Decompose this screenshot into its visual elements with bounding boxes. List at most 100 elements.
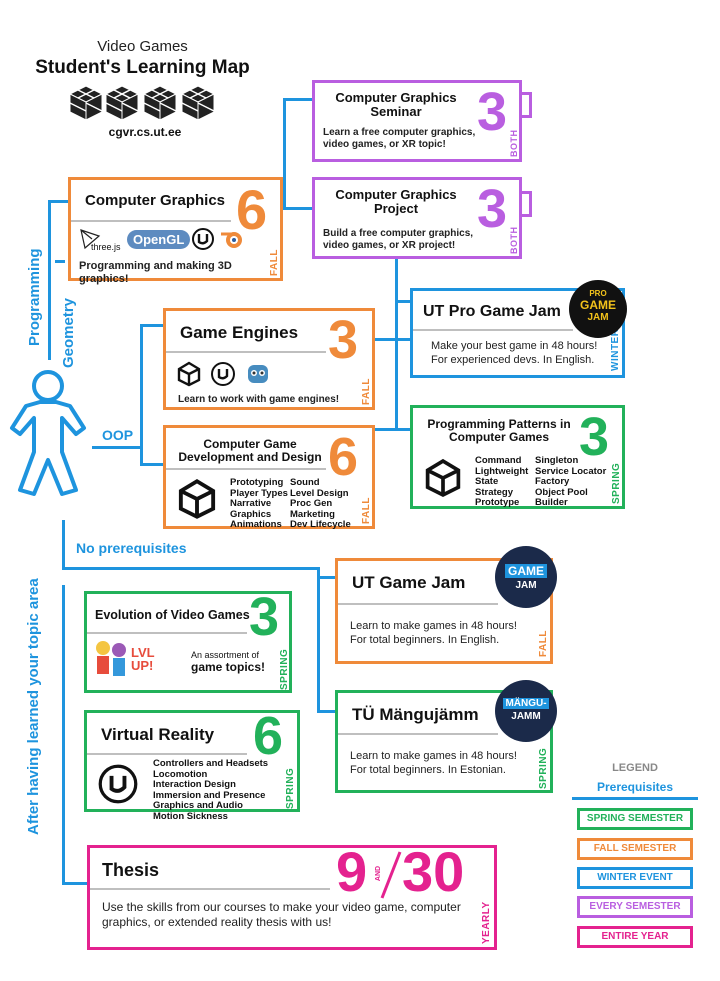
- course-evolution-video-games[interactable]: Evolution of Video Games 3 LVL UP! An as…: [84, 590, 292, 693]
- course-description-bold: game topics!: [191, 660, 266, 674]
- topic-item: Graphics and Audio: [153, 800, 243, 811]
- course-title: Virtual Reality: [101, 725, 215, 744]
- lvl-up-logo: LVL UP!: [131, 645, 155, 673]
- course-description: Use the skills from our courses to make …: [102, 900, 461, 929]
- event-description: Learn to make games in 48 hours! For tot…: [350, 750, 517, 776]
- topics-col-1: Prototyping Player Types Narrative Graph…: [230, 477, 288, 531]
- credits: 3: [579, 407, 610, 467]
- blender-icon: [221, 232, 242, 248]
- pattern-item: Strategy: [475, 486, 514, 498]
- slash-divider: [380, 851, 402, 899]
- legend-title: LEGEND: [612, 762, 658, 774]
- semester-badge: SPRING: [285, 767, 296, 809]
- badge-pro: PRO: [589, 289, 607, 298]
- event-description: Learn to make games in 48 hours! For tot…: [350, 620, 517, 646]
- opengl-logo: OpenGL: [127, 230, 191, 249]
- topic-item: Marketing: [290, 508, 335, 520]
- legend-spring: SPRING SEMESTER: [577, 808, 693, 830]
- credits: 3: [477, 82, 508, 142]
- semester-badge: BOTH: [509, 226, 519, 255]
- course-description: Programming and making 3D graphics!: [79, 260, 232, 285]
- course-title: Thesis: [102, 860, 160, 880]
- threejs-icon: [80, 229, 101, 250]
- unity-icon: [425, 458, 461, 497]
- legend-prereq-line: [572, 797, 698, 800]
- semester-badge: YEARLY: [481, 901, 492, 944]
- label-oop: OOP: [102, 427, 134, 443]
- topic-item: Controllers and Headsets: [153, 758, 269, 769]
- vr-topics: Controllers and Headsets Locomotion Inte…: [153, 758, 269, 822]
- badge-game: GAME: [580, 298, 616, 312]
- topic-item: Prototyping: [230, 477, 284, 488]
- course-title: Computer Graphics Project: [335, 187, 457, 216]
- course-description: Learn to work with game engines!: [178, 394, 340, 405]
- course-title: Evolution of Video Games: [95, 608, 250, 622]
- badge-game: GAME: [505, 564, 547, 578]
- topic-item: Narrative: [230, 498, 272, 509]
- course-game-dev-design[interactable]: Computer Game Development and Design 6 P…: [163, 425, 375, 531]
- course-cg-project[interactable]: Computer Graphics Project 3 Build a free…: [312, 177, 522, 259]
- legend-fall: FALL SEMESTER: [577, 838, 693, 860]
- course-computer-graphics[interactable]: Computer Graphics 6 three.js OpenGL Prog…: [68, 177, 283, 285]
- label-geometry: Geometry: [60, 297, 77, 368]
- semester-badge: FALL: [361, 497, 372, 524]
- topic-item: Locomotion: [153, 768, 208, 780]
- credits: 6: [236, 178, 268, 241]
- label-programming: Programming: [26, 248, 43, 346]
- course-virtual-reality[interactable]: Virtual Reality 6 Controllers and Headse…: [84, 706, 300, 821]
- topics-col-2: Sound Level Design Proc Gen Marketing De…: [290, 477, 351, 531]
- course-cg-seminar[interactable]: Computer Graphics Seminar 3 Learn a free…: [312, 80, 522, 162]
- credits: 3: [328, 310, 359, 370]
- course-game-engines[interactable]: Game Engines 3 Learn to work with game e…: [163, 308, 375, 410]
- godot-icon: [248, 365, 268, 383]
- semester-badge: BOTH: [509, 129, 519, 158]
- topic-item: Dev Lifecycle: [290, 519, 351, 530]
- student-figure-icon: [10, 370, 86, 496]
- pattern-item: Singleton: [535, 455, 579, 466]
- event-ut-game-jam[interactable]: UT Game Jam Learn to make games in 48 ho…: [335, 558, 553, 664]
- ut-game-jam-badge: GAME JAM: [495, 546, 557, 608]
- course-title: Programming Patterns in Computer Games: [427, 417, 571, 444]
- pattern-item: Command: [475, 455, 522, 466]
- unreal-icon: [211, 362, 235, 386]
- header: Video Games Student's Learning Map: [20, 38, 265, 79]
- header-title: Student's Learning Map: [35, 57, 250, 78]
- pattern-item: Object Pool: [535, 486, 588, 498]
- credits: 3: [477, 179, 508, 239]
- pattern-item: Service Locator: [535, 465, 607, 477]
- legend-prerequisites: Prerequisites: [596, 780, 674, 794]
- pattern-item: Lightweight: [475, 465, 529, 477]
- semester-badge: SPRING: [538, 747, 549, 789]
- course-title: Computer Graphics Seminar: [335, 90, 457, 119]
- semester-badge: SPRING: [279, 648, 290, 690]
- topic-item: Graphics: [230, 508, 272, 520]
- course-thesis[interactable]: Thesis 9 AND 30 Use the skills from our …: [87, 840, 497, 950]
- semester-badge: FALL: [269, 249, 280, 276]
- badge-jamm: JAMM: [511, 711, 541, 722]
- course-programming-patterns[interactable]: Programming Patterns in Computer Games 3…: [410, 405, 625, 509]
- topic-item: Proc Gen: [290, 498, 333, 509]
- event-tu-mangujamm[interactable]: TÜ Mängujämm Learn to make games in 48 h…: [335, 690, 553, 793]
- event-title: TÜ Mängujämm: [352, 705, 479, 724]
- topic-item: Motion Sickness: [153, 810, 228, 822]
- label-after-learned: After having learned your topic area: [25, 578, 42, 835]
- event-description: Make your best game in 48 hours! For exp…: [431, 340, 598, 366]
- unity-icon: [177, 361, 201, 387]
- mangujamm-badge: MÄNGU- JAMM: [495, 680, 557, 742]
- seminar-tab: [522, 92, 532, 118]
- header-url[interactable]: cgvr.cs.ut.ee: [108, 125, 182, 139]
- course-description: Learn a free computer graphics, video ga…: [323, 127, 476, 150]
- pattern-item: Factory: [535, 476, 570, 487]
- header-subtitle: Video Games: [97, 38, 188, 55]
- patterns-col-2: Singleton Service Locator Factory Object…: [535, 455, 607, 509]
- pattern-item: Prototype: [475, 497, 520, 508]
- semester-badge: FALL: [361, 378, 372, 405]
- patterns-col-1: Command Lightweight State Strategy Proto…: [475, 455, 529, 509]
- course-title: Computer Graphics: [85, 192, 226, 209]
- topic-item: Sound: [290, 477, 320, 488]
- credits-min: 9: [336, 840, 368, 903]
- legend-every-semester: EVERY SEMESTER: [577, 896, 693, 918]
- topic-item: Animations: [230, 519, 282, 530]
- credits: 6: [253, 706, 284, 766]
- semester-badge: SPRING: [611, 462, 622, 504]
